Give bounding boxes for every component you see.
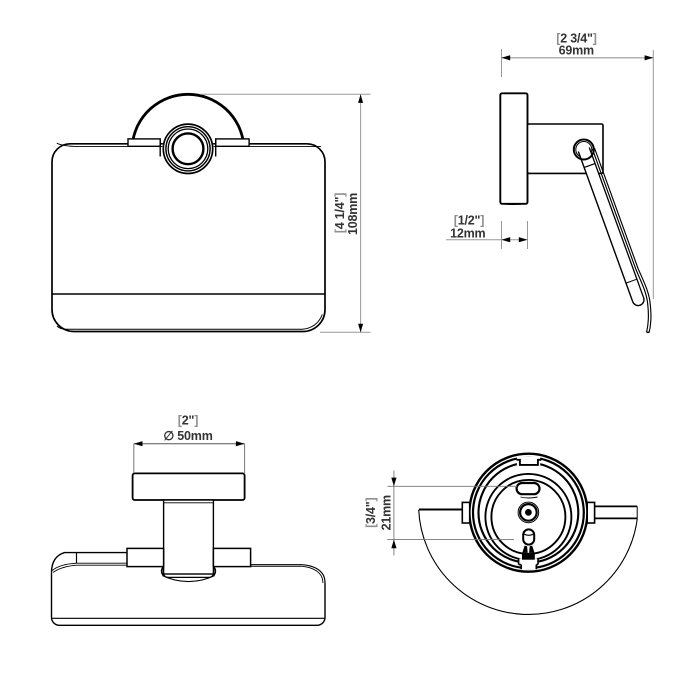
svg-text:108mm: 108mm	[346, 193, 360, 235]
svg-text:[3/4"]: [3/4"]	[364, 497, 378, 527]
svg-text:[2"]: [2"]	[178, 414, 198, 428]
svg-text:69mm: 69mm	[559, 44, 594, 58]
svg-text:∅ 50mm: ∅ 50mm	[163, 429, 212, 443]
svg-text:[4 1/4"]: [4 1/4"]	[333, 193, 347, 234]
svg-text:[2 3/4"]: [2 3/4"]	[556, 32, 597, 46]
svg-text:12mm: 12mm	[450, 226, 485, 240]
svg-text:21mm: 21mm	[379, 495, 393, 530]
svg-text:[1/2"]: [1/2"]	[454, 214, 484, 228]
